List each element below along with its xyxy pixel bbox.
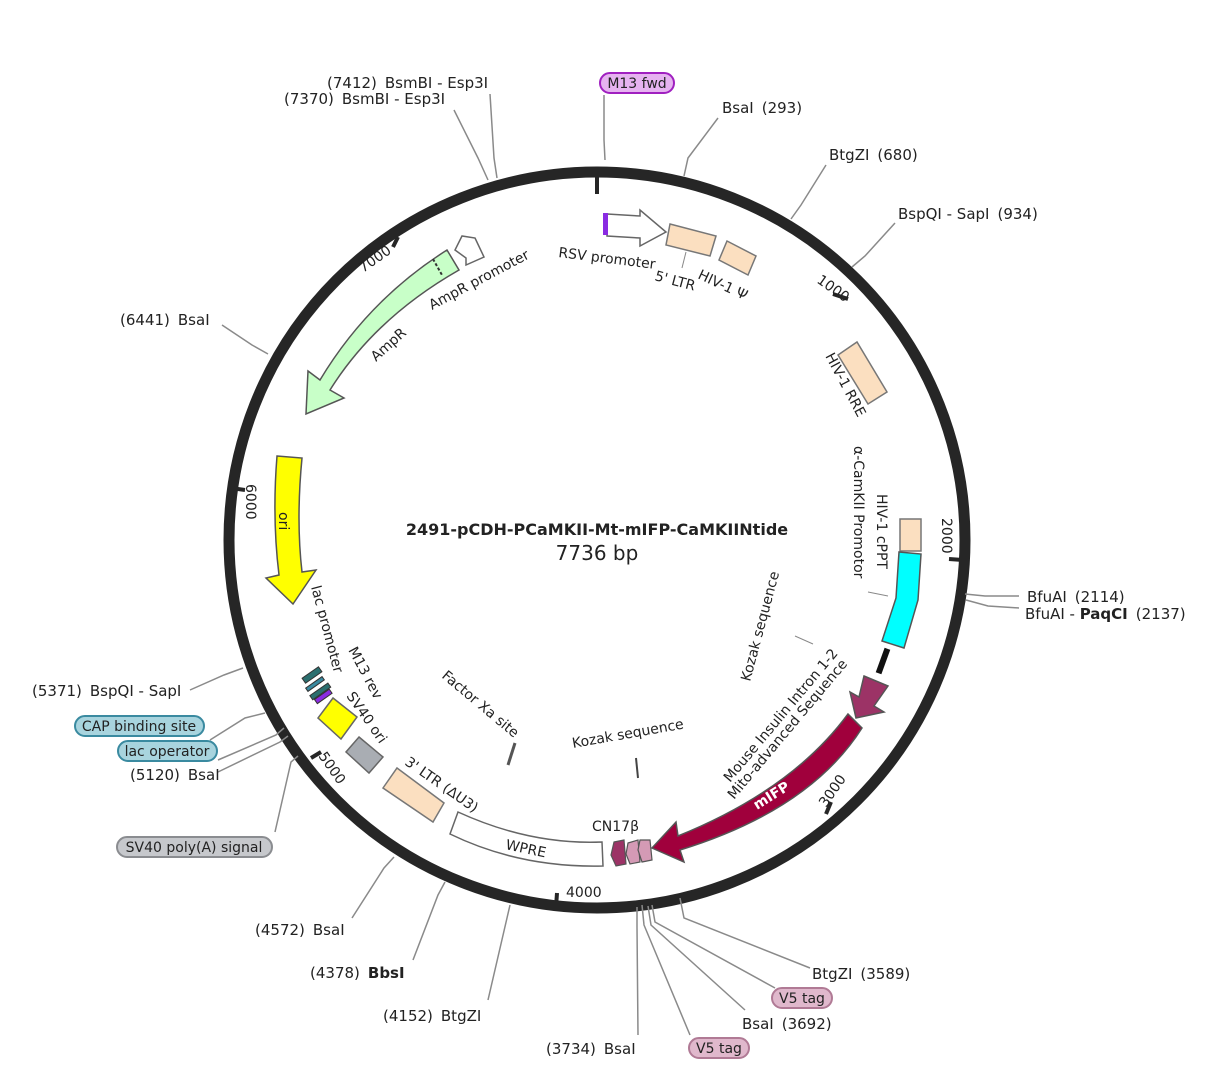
feature-m13-fwd-marker	[603, 213, 608, 235]
feature-m13-rev-markers	[301, 666, 333, 705]
pill-lac-operator: lac operator	[117, 740, 218, 762]
tick-label-1000: 1000	[814, 272, 852, 306]
site-label: BsaI(293)	[722, 99, 802, 117]
feature-sv40-ori	[344, 735, 385, 775]
pill-m13-fwd: M13 fwd	[599, 72, 675, 94]
feature-kozak-sequence	[875, 647, 891, 675]
site-label: (5371)BspQI - SapI	[32, 682, 181, 700]
feature-leader	[794, 635, 814, 645]
feature-kozak-sequence	[635, 757, 639, 779]
feature-leader	[867, 591, 889, 597]
feature-wpre	[449, 810, 604, 867]
plasmid-length: 7736 bp	[556, 541, 639, 565]
feature-label: lac promoter	[307, 584, 346, 675]
pill-cap-binding-site: CAP binding site	[74, 715, 205, 737]
site-label: (4572)BsaI	[255, 921, 345, 939]
site-label: (6441)BsaI	[120, 311, 210, 329]
site-label: BtgZI(680)	[829, 146, 918, 164]
pill-v5-tag: V5 tag	[771, 987, 833, 1009]
feature-label: RSV promoter	[558, 245, 657, 273]
pill-sv40-polya: SV40 poly(A) signal	[116, 836, 273, 858]
site-label: (3734)BsaI	[546, 1040, 636, 1058]
site-label: (4378)BbsI	[310, 964, 405, 982]
feature-label: HIV-1 cPPT	[873, 494, 889, 569]
feature-label: CN17β	[592, 819, 639, 835]
feature-label: Kozak sequence	[571, 717, 685, 752]
site-label: BtgZI(3589)	[812, 965, 910, 983]
feature-lac-promoter-block	[316, 696, 359, 741]
feature-label: Factor Xa site	[438, 668, 521, 741]
tick-label-2000: 2000	[938, 518, 954, 554]
feature-label: Kozak sequence	[738, 570, 783, 683]
feature-5-ltr	[665, 223, 717, 257]
feature-ori	[264, 455, 318, 606]
svg-text:M13 fwd: M13 fwd	[607, 76, 666, 92]
site-label: (7370)BsmBI - Esp3I	[284, 90, 445, 108]
site-label: (7412)BsmBI - Esp3I	[327, 74, 488, 92]
feature-label: ori	[275, 512, 291, 530]
feature-ampr	[305, 248, 461, 416]
feature-label: HIV-1 Ψ	[695, 267, 750, 304]
feature-mifp	[650, 712, 863, 864]
site-label: BfuAI(2114)	[1027, 588, 1125, 606]
feature-hiv1-cppt	[899, 518, 922, 552]
svg-text:SV40 poly(A) signal: SV40 poly(A) signal	[126, 840, 263, 856]
feature-factor-xa-site	[506, 742, 517, 766]
svg-text:V5 tag: V5 tag	[779, 991, 825, 1007]
feature-cn17b	[637, 839, 653, 863]
svg-text:V5 tag: V5 tag	[696, 1041, 742, 1057]
svg-text:CAP binding site: CAP binding site	[82, 719, 196, 735]
feature-ampr-marker	[432, 258, 443, 276]
site-label: BfuAI - PaqCI(2137)	[1025, 605, 1186, 623]
feature-label: 5' LTR	[653, 268, 697, 294]
feature-alpha-camkii-promotor	[881, 551, 922, 649]
feature-hiv1-psi	[718, 239, 757, 277]
feature-cn17b	[610, 839, 627, 867]
feature-label: α-CamKII Promotor	[850, 446, 866, 579]
site-label: (4152)BtgZI	[383, 1007, 481, 1025]
tick-label-4000: 4000	[566, 885, 602, 901]
site-label: (5120)BsaI	[130, 766, 220, 784]
site-leader-lines	[189, 93, 1020, 1036]
pill-v5-tag: V5 tag	[688, 1037, 750, 1059]
site-label: BspQI - SapI(934)	[898, 205, 1038, 223]
feature-ampr-promoter	[454, 235, 486, 267]
svg-text:lac operator: lac operator	[125, 744, 210, 760]
tick-label-3000: 3000	[816, 772, 850, 810]
feature-hiv1-rre	[836, 340, 889, 406]
feature-mouse-insulin-intron	[848, 674, 890, 719]
tick-marks	[230, 172, 964, 908]
feature-rsv-promoter	[606, 208, 668, 248]
feature-leader	[681, 251, 687, 269]
tick-label-6000: 6000	[242, 484, 258, 520]
plasmid-name: 2491-pCDH-PCaMKII-Mt-mIFP-CaMKIINtide	[406, 520, 788, 539]
feature-3-ltr	[381, 766, 445, 824]
feature-cn17b	[625, 839, 641, 865]
site-label: BsaI(3692)	[742, 1015, 832, 1033]
